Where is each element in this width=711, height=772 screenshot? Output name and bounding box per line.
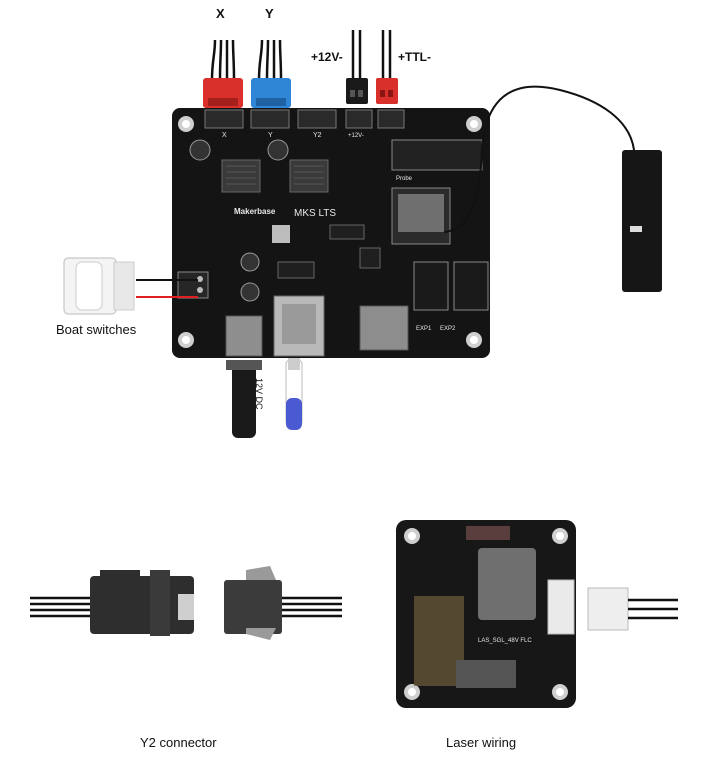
ttl-wires <box>381 30 392 80</box>
usb-cable <box>285 358 303 430</box>
silk-exp1: EXP1 <box>416 326 432 332</box>
dc-power-plug <box>226 360 262 438</box>
silk-probe: Probe <box>396 176 413 182</box>
board-brand: Makerbase <box>234 207 276 216</box>
silk-y: Y <box>268 132 273 139</box>
12v-connector-label: +12V- <box>311 50 343 64</box>
sd-card-slot <box>359 305 409 351</box>
x-wires <box>210 39 236 81</box>
y-wires <box>257 39 283 81</box>
silk-exp2: EXP2 <box>440 326 456 332</box>
exp2-header <box>453 261 489 311</box>
dc-jack-label: 12V DC <box>254 378 264 410</box>
y2-connector-caption: Y2 connector <box>140 735 217 750</box>
ttl-connector <box>376 78 398 104</box>
board-model: MKS LTS <box>294 208 336 219</box>
dc-jack <box>225 315 263 357</box>
boat-switches-caption: Boat switches <box>56 322 137 337</box>
silk-x: X <box>222 132 227 139</box>
wifi-antenna <box>622 150 662 292</box>
x-connector-label: X <box>216 6 225 21</box>
12v-connector <box>346 78 368 104</box>
ttl-connector-label: +TTL- <box>398 50 431 64</box>
laser-board-silk: LAS_SGL_48V FLC <box>478 638 532 644</box>
12v-wires <box>351 30 362 80</box>
y-connector-label: Y <box>265 6 274 21</box>
antenna-wire <box>443 85 641 233</box>
laser-board-illustration: LAS_SGL_48V FLC <box>396 520 678 708</box>
laser-wiring-caption: Laser wiring <box>446 735 517 750</box>
silk-12v: +12V- <box>348 133 364 139</box>
boat-switch <box>63 257 135 315</box>
silk-y2: Y2 <box>313 132 322 139</box>
exp1-header <box>413 261 449 311</box>
y2-connector-illustration <box>30 566 342 640</box>
